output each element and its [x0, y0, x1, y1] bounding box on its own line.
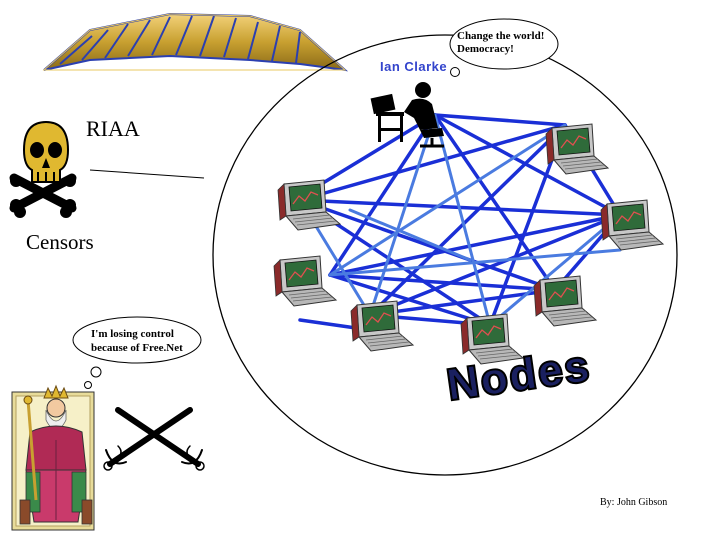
laptop-icon	[273, 255, 337, 307]
ian-bubble-line-2: Democracy!	[457, 43, 514, 55]
laptop-icon	[600, 199, 664, 251]
laptop-icon	[277, 179, 341, 231]
title-wordart	[42, 12, 349, 72]
crossed-swords-icon	[103, 407, 205, 471]
laptop-icon	[545, 123, 609, 175]
ian-thought-bubble	[449, 18, 559, 77]
person-at-computer-icon	[370, 82, 444, 148]
riaa-pointer-line	[89, 169, 205, 179]
author-credit: By: John Gibson	[600, 497, 668, 508]
king-bubble-line-1: I'm losing control	[91, 328, 174, 340]
laptop-icon	[533, 275, 597, 327]
king-bubble-line-2: because of Free.Net	[91, 342, 183, 354]
network-boundary	[212, 34, 678, 476]
censors-label: Censors	[26, 230, 94, 254]
skull-crossbones-icon	[9, 120, 77, 218]
king-icon	[11, 384, 95, 531]
ian-clarke-label: Ian Clarke	[380, 59, 448, 74]
laptop-icon	[350, 300, 414, 352]
riaa-label: RIAA	[86, 116, 140, 141]
king-thought-bubble	[72, 316, 202, 389]
ian-bubble-line-1: Change the world!	[457, 30, 545, 42]
